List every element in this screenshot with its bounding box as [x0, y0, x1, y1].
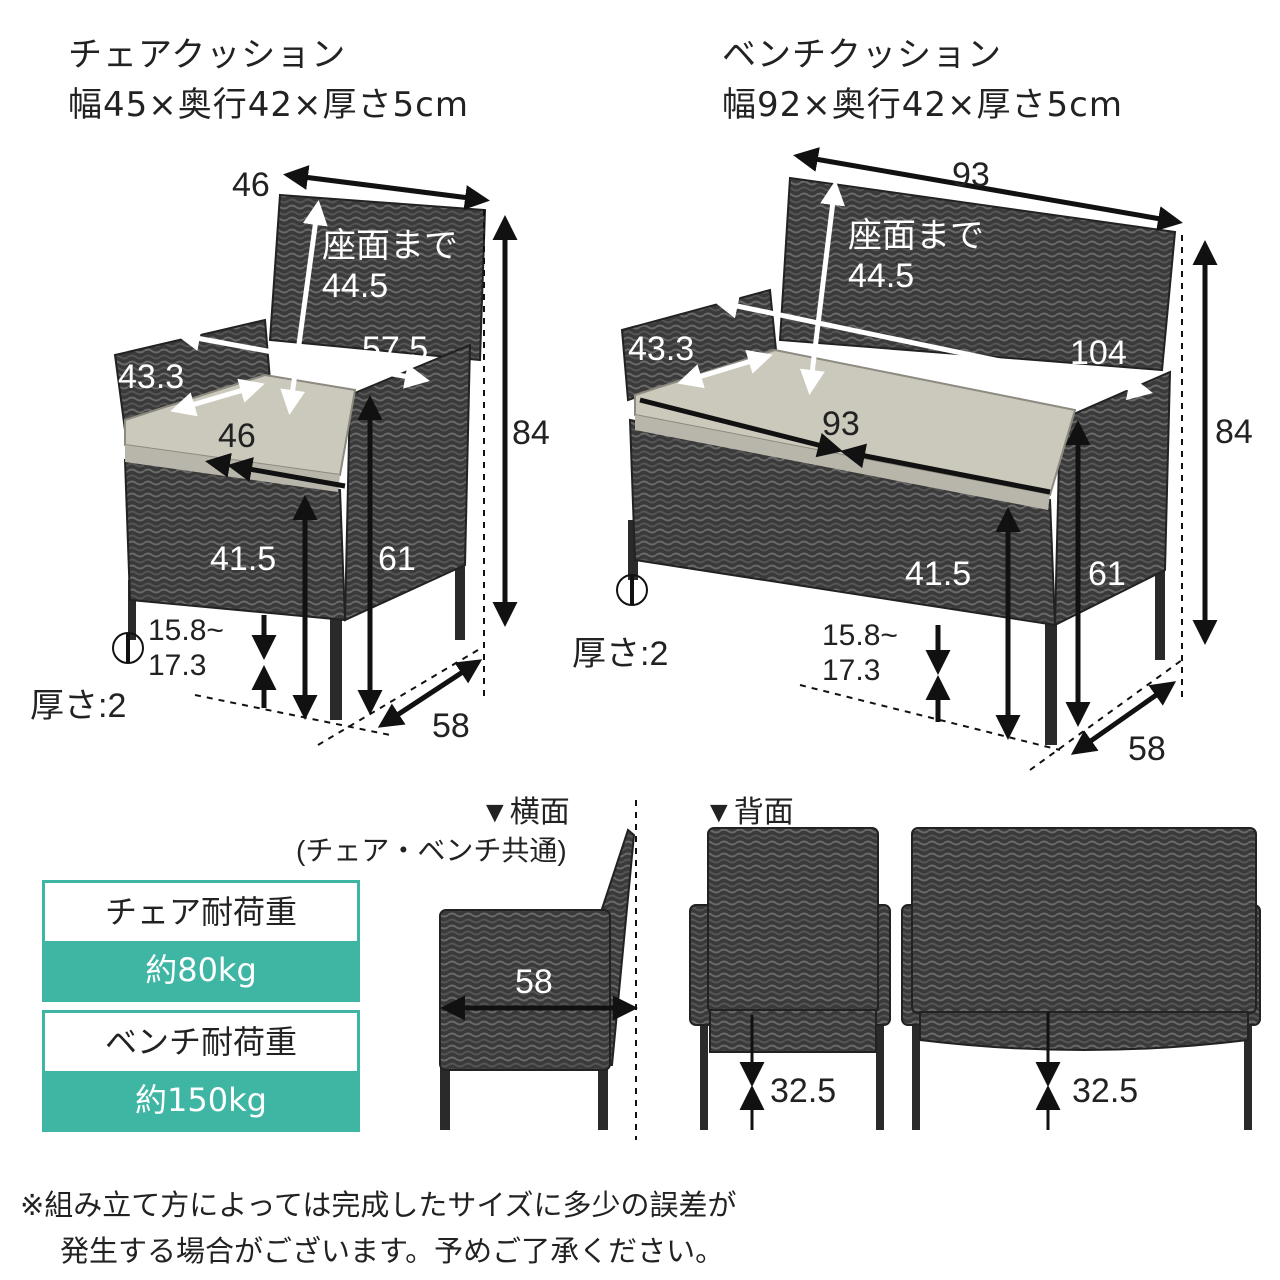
bench-cushion-size: 幅92×奥行42×厚さ5cm [722, 85, 1123, 125]
note-line-2: 発生する場合がございます。予めご了承ください。 [60, 1234, 725, 1268]
bench-seat-width-arrow [840, 443, 1051, 495]
chair-cushion-size: 幅45×奥行42×厚さ5cm [68, 85, 469, 125]
bench-arm-depth-arrow [677, 349, 773, 389]
bench-width-top-label: 93 [952, 156, 990, 194]
bench-load-box: ベンチ耐荷重 約150kg [42, 1010, 360, 1132]
chair-depth-arrow [377, 659, 483, 728]
bench-dimensions: 93 座面まで 44.5 104 43.3 93 84 41.5 61 15.8… [572, 147, 1253, 771]
bench-depth-arrow [1070, 681, 1177, 755]
bench-height-label: 84 [1215, 413, 1253, 451]
chair-arm-height-label: 61 [378, 540, 416, 578]
chair-load-value: 約80kg [45, 941, 357, 999]
bench-seat-floor-label: 41.5 [905, 555, 971, 593]
back-view-title: ▼背面 [704, 796, 794, 829]
back-bench-gap-label: 32.5 [1072, 1072, 1138, 1110]
back-view-illustration: ▼背面 32.5 32.5 [689, 796, 1261, 1130]
chair-seat-width-arrow [227, 457, 346, 489]
chair-cushion-title: チェアクッション [68, 35, 347, 75]
bench-leg-circle-icon [616, 574, 648, 606]
chair-dimensions: 46 座面まで 44.5 57.5 43.3 46 84 41.5 61 15.… [30, 165, 550, 746]
bench-clearance-label-2: 17.3 [822, 654, 880, 687]
bench-arm-depth-label: 43.3 [628, 330, 694, 368]
chair-seat-label: 座面まで [322, 227, 458, 265]
bench-leg-thickness-label: 厚さ:2 [572, 635, 668, 673]
chair-clearance-label-1: 15.8~ [148, 614, 224, 647]
bench-seat-label: 座面まで [848, 217, 984, 255]
chair-leg-circle-icon [112, 632, 144, 664]
chair-seat-height-label: 44.5 [322, 267, 388, 305]
side-depth-label: 58 [515, 963, 553, 1001]
bench-cushion-title: ベンチクッション [722, 35, 1002, 75]
bench-load-value: 約150kg [45, 1071, 357, 1129]
bench-depth-label: 58 [1128, 730, 1166, 768]
bench-seat-height-label: 44.5 [848, 257, 914, 295]
chair-load-label: チェア耐荷重 [45, 883, 357, 941]
bench-width-arrow [793, 147, 1183, 231]
chair-arm-width-label: 57.5 [362, 330, 428, 368]
side-view-title: ▼横面 [480, 796, 570, 829]
bench-arm-width-arrow [713, 293, 1153, 401]
note-line-1: ※組み立て方によっては完成したサイズに多少の誤差が [20, 1188, 737, 1222]
chair-load-box: チェア耐荷重 約80kg [42, 880, 360, 1002]
chair-leg-thickness-label: 厚さ:2 [30, 687, 126, 725]
bench-arm-width-label: 104 [1070, 334, 1127, 372]
chair-arm-depth-arrow [170, 378, 265, 417]
chair-arm-depth-label: 43.3 [118, 358, 184, 396]
bench-arm-height-label: 61 [1088, 555, 1126, 593]
chair-depth-label: 58 [432, 707, 470, 745]
bench-seat-width-label: 93 [822, 405, 860, 443]
chair-seat-floor-label: 41.5 [210, 540, 276, 578]
chair-width-arrow [283, 165, 490, 210]
side-view-subtitle: (チェア・ベンチ共通) [296, 835, 567, 866]
bench-clearance-label-1: 15.8~ [822, 619, 898, 652]
chair-width-top-label: 46 [232, 166, 270, 204]
chair-arm-width-arrow [175, 326, 430, 389]
side-view-illustration: ▼横面 (チェア・ベンチ共通) 58 [296, 796, 638, 1140]
chair-seat-width-label: 46 [218, 417, 256, 455]
chair-clearance-label-2: 17.3 [148, 649, 206, 682]
back-chair-gap-label: 32.5 [770, 1072, 836, 1110]
bench-load-label: ベンチ耐荷重 [45, 1013, 357, 1071]
chair-height-label: 84 [512, 414, 550, 452]
